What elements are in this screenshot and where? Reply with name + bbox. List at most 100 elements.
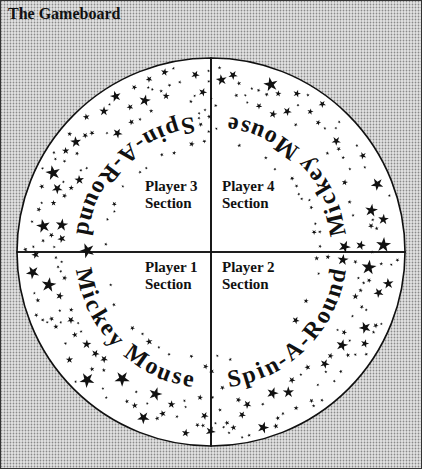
star-symbol xyxy=(79,329,83,333)
star-symbol xyxy=(141,332,145,336)
star-symbol xyxy=(282,385,296,399)
quadrant-line xyxy=(211,252,405,446)
star-symbol xyxy=(315,119,322,126)
star-symbol xyxy=(150,87,154,91)
star-symbol xyxy=(35,216,53,235)
arc-label: Mickey Mouse xyxy=(211,58,405,252)
star-symbol xyxy=(292,89,302,98)
star-symbol xyxy=(214,126,218,130)
star-symbol xyxy=(35,297,41,303)
star-symbol xyxy=(124,398,130,404)
star-symbol xyxy=(215,354,219,358)
star-symbol xyxy=(147,385,164,401)
star-symbol xyxy=(314,256,319,261)
star-symbol xyxy=(213,103,217,107)
star-symbol xyxy=(293,122,298,127)
star-symbol xyxy=(264,91,270,97)
star-symbol xyxy=(227,431,231,435)
star-symbol xyxy=(149,108,154,114)
star-symbol xyxy=(71,331,79,339)
arc-label: Spin-A-Round xyxy=(211,252,405,446)
star-symbol xyxy=(31,244,35,248)
star-symbol xyxy=(217,407,222,412)
star-symbol xyxy=(330,134,343,147)
star-symbol xyxy=(395,257,400,262)
star-symbol xyxy=(359,304,365,310)
star-symbol xyxy=(228,357,233,362)
star-symbol xyxy=(236,80,242,86)
star-symbol xyxy=(109,89,124,104)
star-symbol xyxy=(89,366,96,373)
star-symbol xyxy=(74,380,78,384)
star-symbol xyxy=(318,244,323,249)
star-symbol xyxy=(76,321,80,325)
star-symbol xyxy=(54,255,59,260)
star-symbol xyxy=(182,398,186,402)
star-symbol xyxy=(60,260,64,264)
star-symbol xyxy=(74,174,86,186)
star-symbol xyxy=(389,262,393,266)
star-symbol xyxy=(294,183,299,188)
star-symbol xyxy=(364,352,369,357)
arc-label: Mickey Mouse xyxy=(17,252,211,446)
star-symbol xyxy=(79,168,83,172)
star-symbol xyxy=(247,433,252,438)
star-symbol xyxy=(353,352,358,357)
star-symbol xyxy=(189,354,195,359)
star-symbol xyxy=(235,396,242,403)
star-symbol xyxy=(167,352,172,357)
star-symbol xyxy=(363,166,366,169)
star-symbol xyxy=(361,280,366,285)
star-symbol xyxy=(167,400,175,408)
star-symbol xyxy=(306,93,310,97)
star-symbol xyxy=(336,328,340,332)
board-disc xyxy=(17,58,405,446)
star-symbol xyxy=(323,127,326,130)
star-symbol xyxy=(61,275,68,281)
star-symbol xyxy=(194,422,200,428)
star-symbol xyxy=(82,339,92,348)
star-symbol xyxy=(355,143,359,147)
star-symbol xyxy=(45,320,49,324)
star-symbol xyxy=(99,354,109,364)
star-symbol xyxy=(160,68,169,77)
star-symbol xyxy=(372,322,379,329)
star-symbol xyxy=(44,163,63,183)
star-symbol xyxy=(311,228,318,235)
star-symbol xyxy=(256,420,271,434)
star-symbol xyxy=(197,111,201,115)
star-symbol xyxy=(293,405,298,410)
star-symbol xyxy=(56,233,68,245)
star-symbol xyxy=(109,283,113,287)
star-symbol xyxy=(237,143,242,148)
star-symbol xyxy=(126,102,135,111)
star-symbol xyxy=(202,138,208,144)
star-symbol xyxy=(347,199,352,204)
star-symbol xyxy=(345,352,351,358)
star-symbol xyxy=(145,74,154,83)
star-symbol xyxy=(296,103,300,107)
star-symbol xyxy=(352,293,359,299)
star-symbol xyxy=(56,264,61,269)
star-symbol xyxy=(297,192,301,196)
star-symbol xyxy=(289,175,295,181)
star-symbol xyxy=(221,425,225,429)
star-symbol xyxy=(325,151,329,155)
star-symbol xyxy=(319,357,332,369)
star-symbol xyxy=(61,192,68,199)
star-symbol xyxy=(378,213,390,224)
star-symbol xyxy=(112,368,133,389)
star-symbol xyxy=(190,69,201,80)
star-symbol xyxy=(337,253,349,265)
star-symbol xyxy=(138,117,142,121)
star-symbol xyxy=(68,185,74,190)
star-symbol xyxy=(324,370,327,373)
star-symbol xyxy=(30,219,35,224)
star-symbol xyxy=(308,397,314,403)
star-symbol xyxy=(357,319,373,336)
star-symbol xyxy=(82,112,91,121)
star-symbol xyxy=(382,276,396,290)
star-symbol xyxy=(154,415,160,421)
star-symbol xyxy=(260,402,265,407)
star-symbol xyxy=(48,315,55,322)
